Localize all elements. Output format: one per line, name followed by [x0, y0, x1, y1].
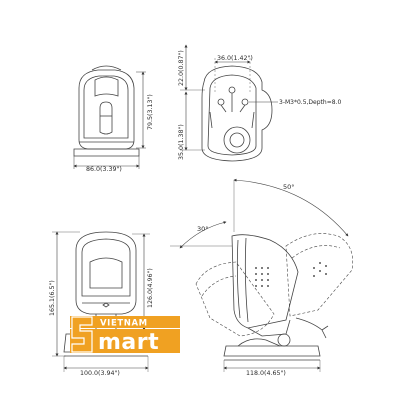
angle-down-label: 30° [197, 225, 209, 233]
dim-body-height: 79.5(3.13") [147, 94, 154, 130]
dim-height-22: 22.0(0.87") [178, 50, 185, 86]
dim-head-height-126: 126.0(4.96") [147, 268, 154, 308]
logo-top-word: VIETNAM [100, 319, 148, 329]
dim-total-height-165: 165.1(6.5") [49, 280, 56, 316]
bottom-right-side-view [170, 178, 353, 372]
dim-side-base-118: 118.0(4.65") [246, 370, 286, 377]
logo-top-band [70, 316, 180, 328]
dim-hole-spacing-36: 36.0(1.42") [217, 55, 253, 62]
dim-base-width-100: 100.0(3.94") [80, 370, 120, 377]
logo-main-word: mart [98, 330, 159, 355]
dim-base-width-86: 86.0(3.39") [86, 166, 122, 173]
dim-height-35: 35.0(1.38") [178, 124, 185, 160]
top-left-front-view [73, 65, 146, 169]
angle-up-label: 50° [283, 183, 295, 191]
vietnam-smart-logo: VIETNAM mart [70, 316, 180, 355]
top-right-back-view [180, 44, 278, 162]
screw-note: 3-M3*0.5,Depth=8.0 [279, 99, 341, 106]
logo-s-emblem [71, 316, 93, 353]
speaker-grille [255, 262, 327, 287]
